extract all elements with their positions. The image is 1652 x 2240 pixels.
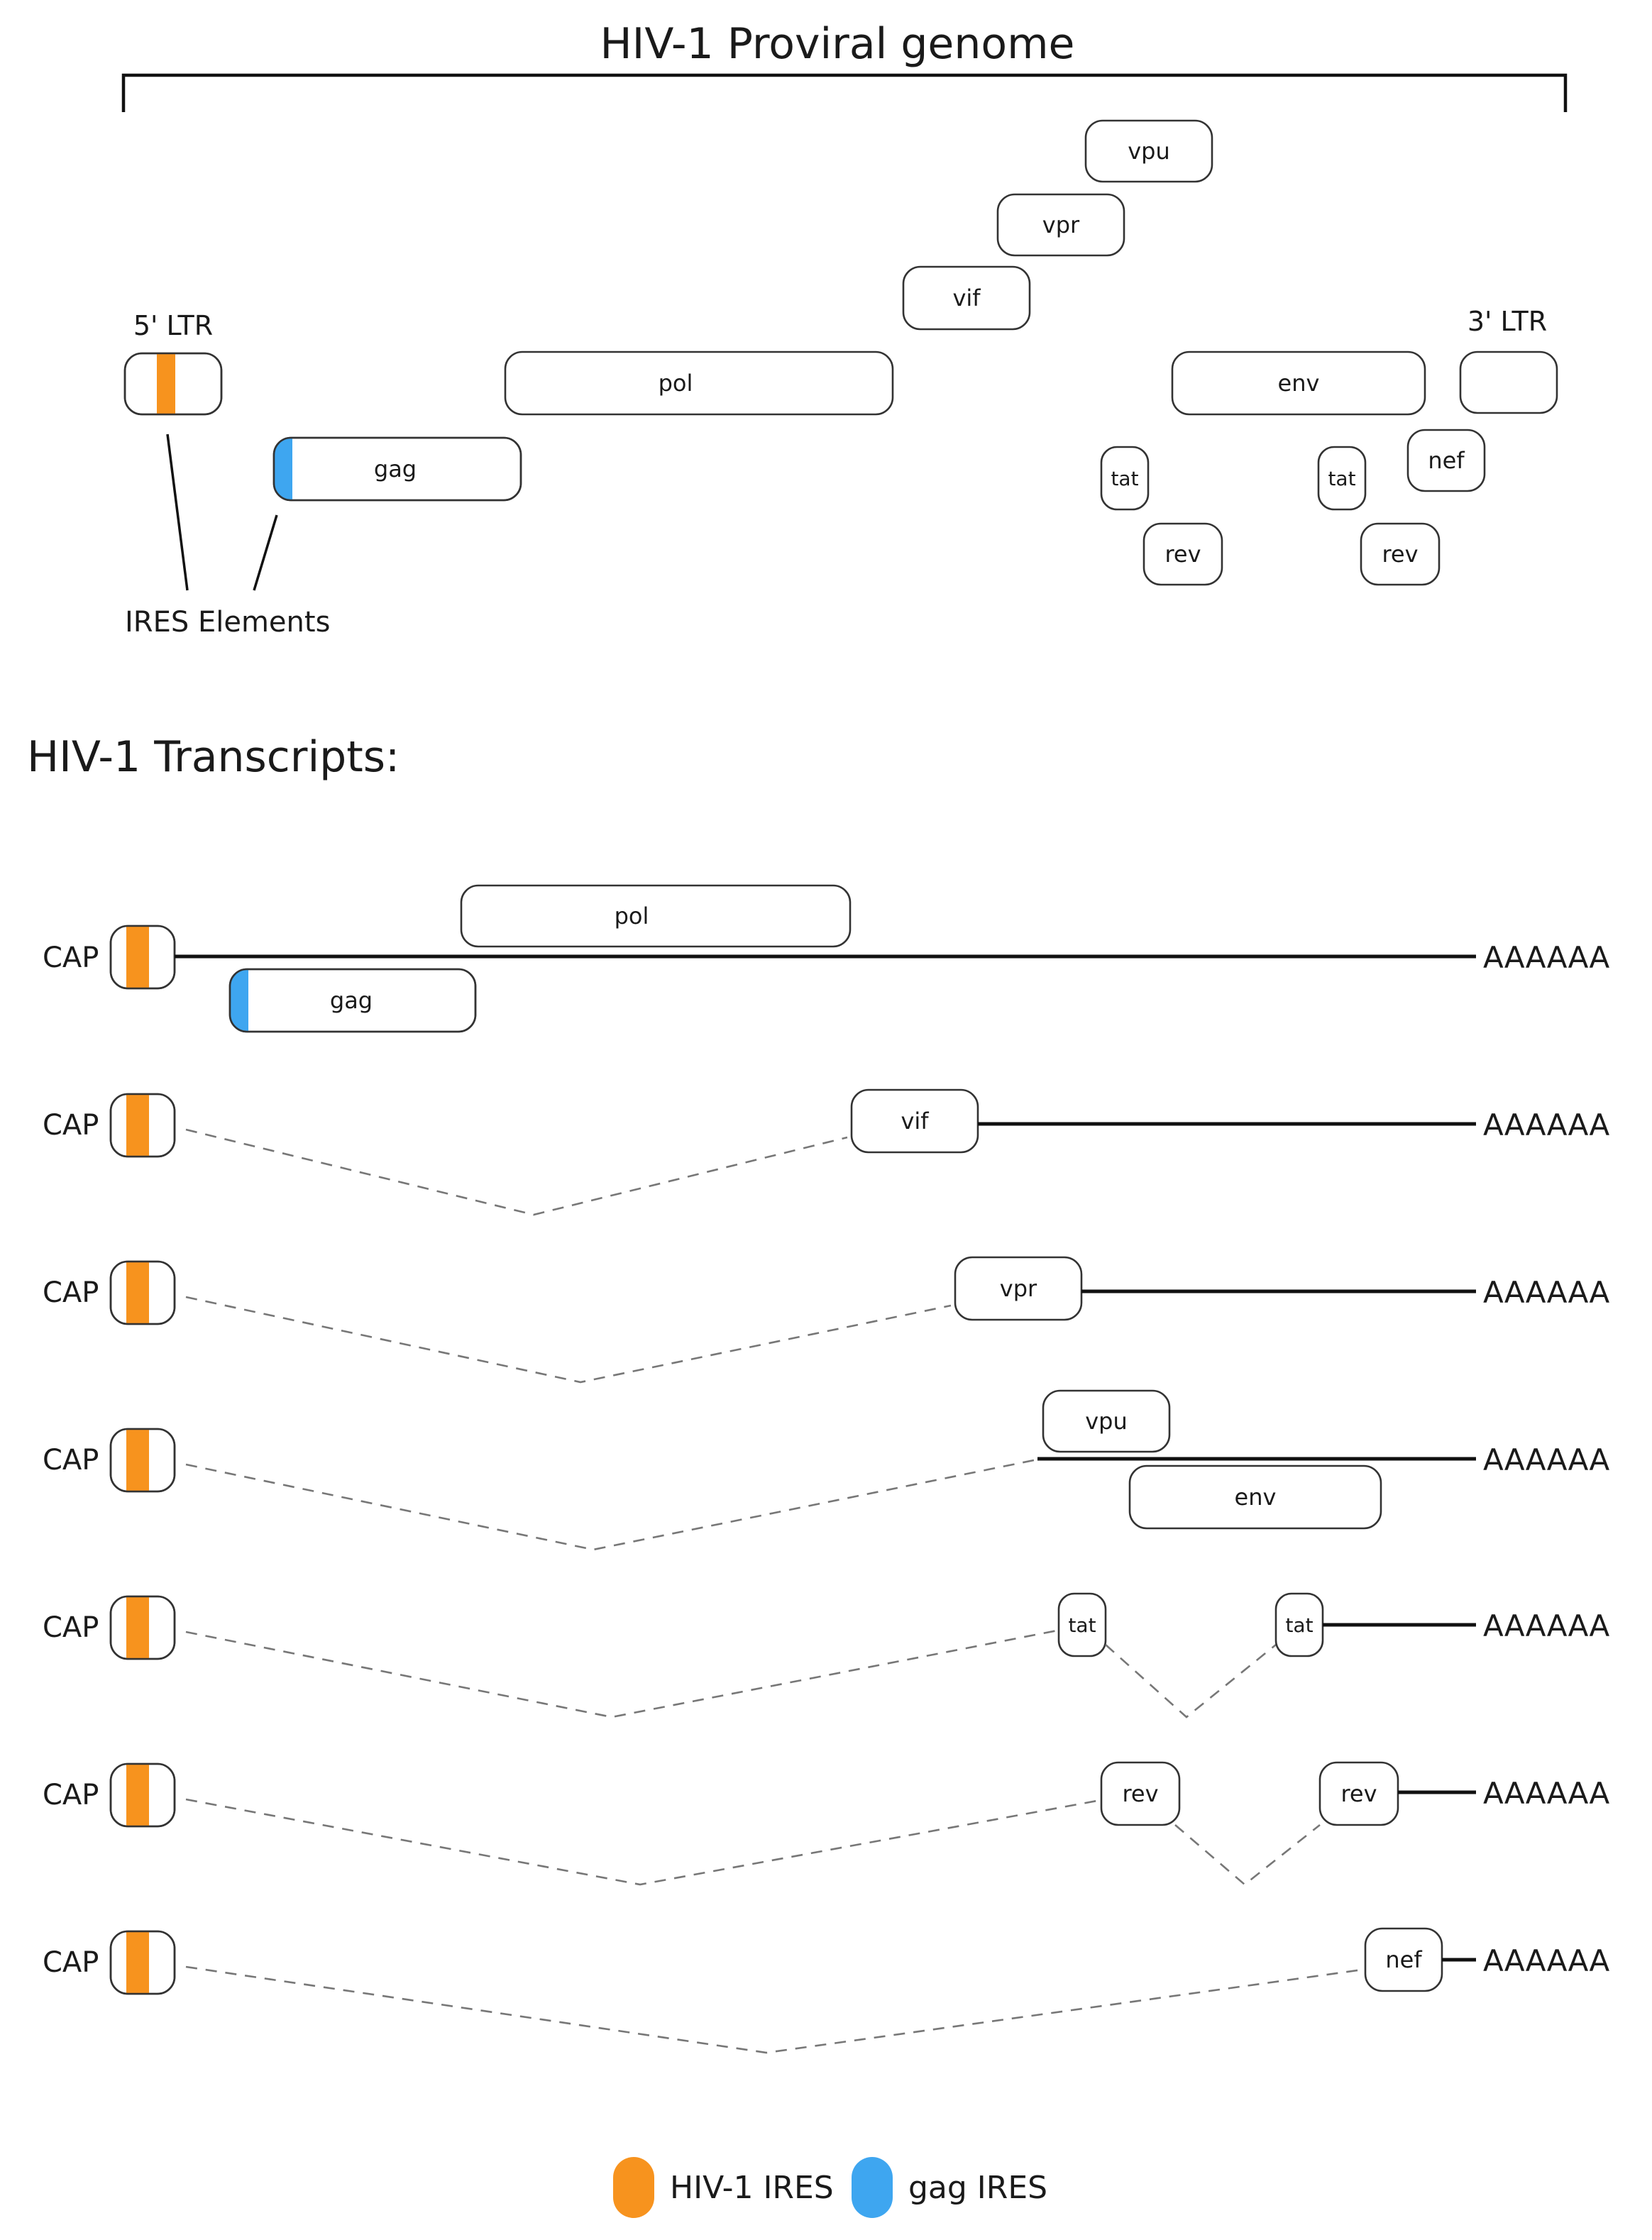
gene-rev-2: rev xyxy=(1360,522,1441,586)
hiv-ires-cap xyxy=(109,1093,176,1158)
svg-text:rev: rev xyxy=(1382,541,1418,568)
gene-vpu: vpu xyxy=(1084,119,1213,183)
gene-gag: gag xyxy=(272,436,522,502)
svg-text:env: env xyxy=(1235,1484,1277,1511)
legend-hiv-ires-swatch xyxy=(613,2157,654,2218)
legend-gag-ires-label: gag IRES xyxy=(908,2170,1047,2206)
splice-intron xyxy=(1174,1824,1321,1886)
hiv-ires-cap xyxy=(109,1595,176,1660)
splice-intron xyxy=(185,1629,1058,1718)
gene-tat-2: tat xyxy=(1274,1592,1324,1657)
ires-pointer-gag xyxy=(253,514,278,591)
ltr5-label: 5' LTR xyxy=(133,310,213,341)
transcript-rev: CAP rev rev AAAAAA xyxy=(43,1761,1610,1886)
gag-ires-marker xyxy=(274,438,292,500)
gene-nef: nef xyxy=(1406,429,1486,492)
svg-text:vpu: vpu xyxy=(1085,1408,1128,1435)
polya-label: AAAAAA xyxy=(1483,1108,1610,1142)
splice-intron xyxy=(185,1965,1363,2054)
legend: HIV-1 IRES gag IRES xyxy=(613,2157,1047,2218)
ltr3-box xyxy=(1459,351,1558,414)
gene-vif: vif xyxy=(902,265,1031,331)
gene-tat-2: tat xyxy=(1317,446,1367,511)
svg-text:rev: rev xyxy=(1340,1780,1377,1807)
transcript-full-length: CAP pol gag AAAAAA xyxy=(43,884,1610,1033)
transcripts-title: HIV-1 Transcripts: xyxy=(27,732,400,782)
hiv-ires-marker xyxy=(157,353,175,414)
gene-vif: vif xyxy=(850,1088,979,1154)
cap-label: CAP xyxy=(43,1611,99,1644)
svg-text:vif: vif xyxy=(952,285,981,311)
svg-text:tat: tat xyxy=(1111,467,1138,490)
svg-text:gag: gag xyxy=(374,456,417,482)
gene-tat-1: tat xyxy=(1100,446,1150,511)
gene-rev-1: rev xyxy=(1142,522,1223,586)
gene-nef: nef xyxy=(1364,1927,1443,1992)
polya-label: AAAAAA xyxy=(1483,1776,1610,1811)
gene-vpr: vpr xyxy=(996,193,1125,257)
gene-gag: gag xyxy=(228,968,477,1033)
genome-bracket xyxy=(121,73,1568,112)
hiv-ires-cap xyxy=(109,1762,176,1828)
polya-label: AAAAAA xyxy=(1483,1442,1610,1477)
cap-label: CAP xyxy=(43,1109,99,1142)
cap-label: CAP xyxy=(43,1779,99,1811)
polya-label: AAAAAA xyxy=(1483,1275,1610,1310)
legend-gag-ires-swatch xyxy=(852,2157,893,2218)
hiv-ires-cap xyxy=(109,1260,176,1325)
transcript-nef: CAP nef AAAAAA xyxy=(43,1927,1610,2054)
svg-text:gag: gag xyxy=(330,987,373,1014)
hiv-ires-cap xyxy=(109,925,176,990)
svg-text:pol: pol xyxy=(659,370,693,397)
gene-pol: pol xyxy=(504,351,894,416)
cap-label: CAP xyxy=(43,1444,99,1477)
svg-text:pol: pol xyxy=(615,903,649,929)
ltr3-label: 3' LTR xyxy=(1467,306,1547,337)
gene-env: env xyxy=(1171,351,1426,416)
transcript-vif: CAP vif AAAAAA xyxy=(43,1088,1610,1216)
gene-env: env xyxy=(1128,1464,1382,1530)
svg-text:nef: nef xyxy=(1428,447,1465,474)
splice-intron xyxy=(185,1296,952,1384)
svg-text:tat: tat xyxy=(1068,1613,1096,1637)
svg-text:rev: rev xyxy=(1122,1780,1158,1807)
legend-hiv-ires-label: HIV-1 IRES xyxy=(670,2170,834,2206)
polya-label: AAAAAA xyxy=(1483,1609,1610,1643)
svg-text:vif: vif xyxy=(901,1108,929,1135)
transcript-vpu-env: CAP vpu env AAAAAA xyxy=(43,1389,1610,1551)
svg-text:vpr: vpr xyxy=(1042,211,1080,238)
gene-vpr: vpr xyxy=(954,1256,1083,1321)
splice-intron xyxy=(1105,1643,1277,1718)
transcript-vpr: CAP vpr AAAAAA xyxy=(43,1256,1610,1384)
splice-intron xyxy=(185,1798,1098,1886)
svg-text:tat: tat xyxy=(1285,1613,1313,1637)
polya-label: AAAAAA xyxy=(1483,1943,1610,1978)
gene-vpu: vpu xyxy=(1042,1389,1171,1453)
gene-tat-1: tat xyxy=(1057,1592,1107,1657)
ires-elements-label: IRES Elements xyxy=(125,606,330,639)
gene-rev-2: rev xyxy=(1318,1761,1399,1826)
gene-rev-1: rev xyxy=(1100,1761,1181,1826)
splice-intron xyxy=(185,1458,1038,1551)
polya-label: AAAAAA xyxy=(1483,940,1610,975)
svg-text:env: env xyxy=(1278,370,1320,397)
ires-pointer-ltr xyxy=(166,434,189,591)
cap-label: CAP xyxy=(43,1946,99,1979)
hiv-ires-cap xyxy=(109,1930,176,1995)
hiv-ires-cap xyxy=(109,1428,176,1493)
gene-pol: pol xyxy=(460,884,852,948)
ltr5-box xyxy=(123,352,223,416)
svg-text:tat: tat xyxy=(1328,467,1355,490)
svg-text:rev: rev xyxy=(1164,541,1201,568)
svg-text:vpu: vpu xyxy=(1128,138,1170,165)
svg-text:nef: nef xyxy=(1385,1946,1422,1973)
gag-ires-marker xyxy=(230,969,248,1032)
transcript-tat: CAP tat tat AAAAAA xyxy=(43,1592,1610,1718)
cap-label: CAP xyxy=(43,1276,99,1309)
svg-text:vpr: vpr xyxy=(1000,1275,1037,1302)
splice-intron xyxy=(185,1128,848,1216)
genome-title: HIV-1 Proviral genome xyxy=(600,19,1075,69)
cap-label: CAP xyxy=(43,942,99,974)
